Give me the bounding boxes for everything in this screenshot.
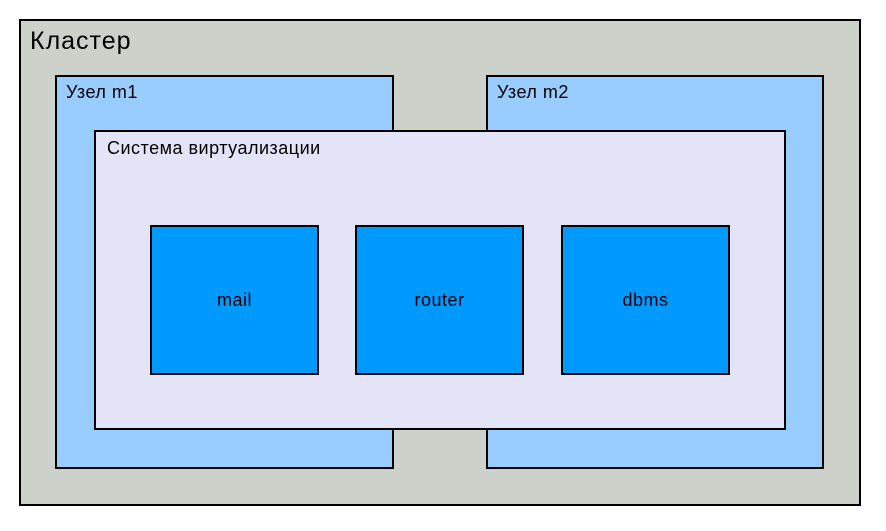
vm-dbms-label: dbms: [622, 289, 669, 310]
vm-mail-label: mail: [216, 289, 252, 310]
cluster-label: Кластер: [30, 27, 132, 55]
vm-box-dbms: dbms: [561, 225, 730, 375]
vm-box-router: router: [355, 225, 524, 375]
vm-router-label: router: [414, 289, 465, 310]
vm-box-mail: mail: [150, 225, 319, 375]
node-m2-label: Узел m2: [497, 82, 569, 102]
virtualization-label: Система виртуализации: [107, 138, 321, 158]
node-m1-label: Узел m1: [66, 82, 138, 102]
